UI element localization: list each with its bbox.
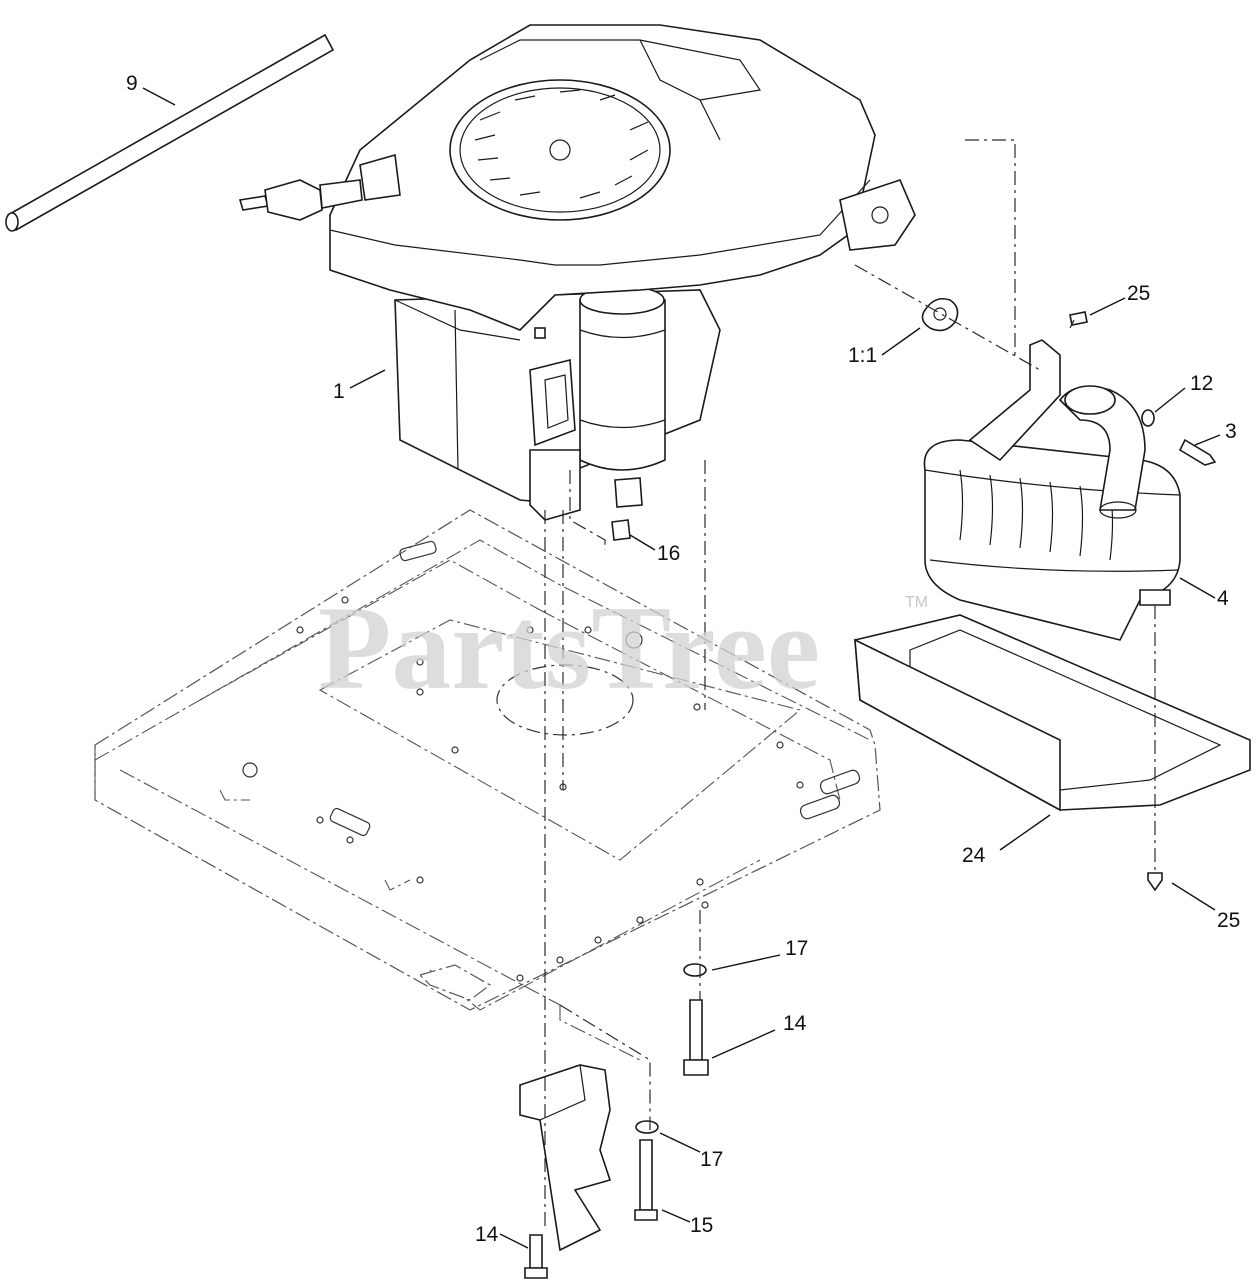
engine [238, 24, 916, 521]
callout-24: 24 [962, 844, 986, 867]
callout-14-lower: 14 [475, 1223, 499, 1246]
callout-17-lower: 17 [700, 1148, 723, 1171]
parttree-watermark: PartsTree TM [318, 581, 928, 714]
watermark-text: PartsTree [318, 581, 820, 714]
callout-17: 17 [785, 937, 808, 960]
callout-25: 25 [1127, 282, 1150, 305]
chassis-frame [94, 509, 881, 1061]
heat-shield [854, 614, 1251, 812]
frame-holes [242, 596, 804, 982]
leader-lines [142, 87, 1221, 1249]
fasteners [524, 311, 1217, 1279]
callout-14: 14 [783, 1012, 807, 1035]
callout-12: 12 [1190, 372, 1213, 395]
callout-9: 9 [126, 72, 138, 95]
fuel-line-tube [5, 33, 335, 232]
callout-25-lower: 25 [1217, 909, 1240, 932]
callout-1: 1 [333, 380, 345, 403]
callout-labels: 9 1 25 1:1 12 3 16 4 24 25 17 14 17 15 1… [126, 72, 1240, 1246]
callout-15: 15 [690, 1214, 713, 1237]
mount-bracket [519, 1064, 612, 1252]
callout-16: 16 [657, 542, 680, 565]
callout-1-1: 1:1 [848, 344, 877, 367]
muffler [923, 339, 1181, 641]
assembly-centerlines [544, 139, 1156, 1230]
callout-4: 4 [1217, 587, 1229, 610]
fan-grille-slots [474, 89, 649, 199]
callout-3: 3 [1225, 420, 1237, 443]
exhaust-gasket [921, 297, 959, 332]
watermark-trademark: TM [905, 594, 928, 611]
